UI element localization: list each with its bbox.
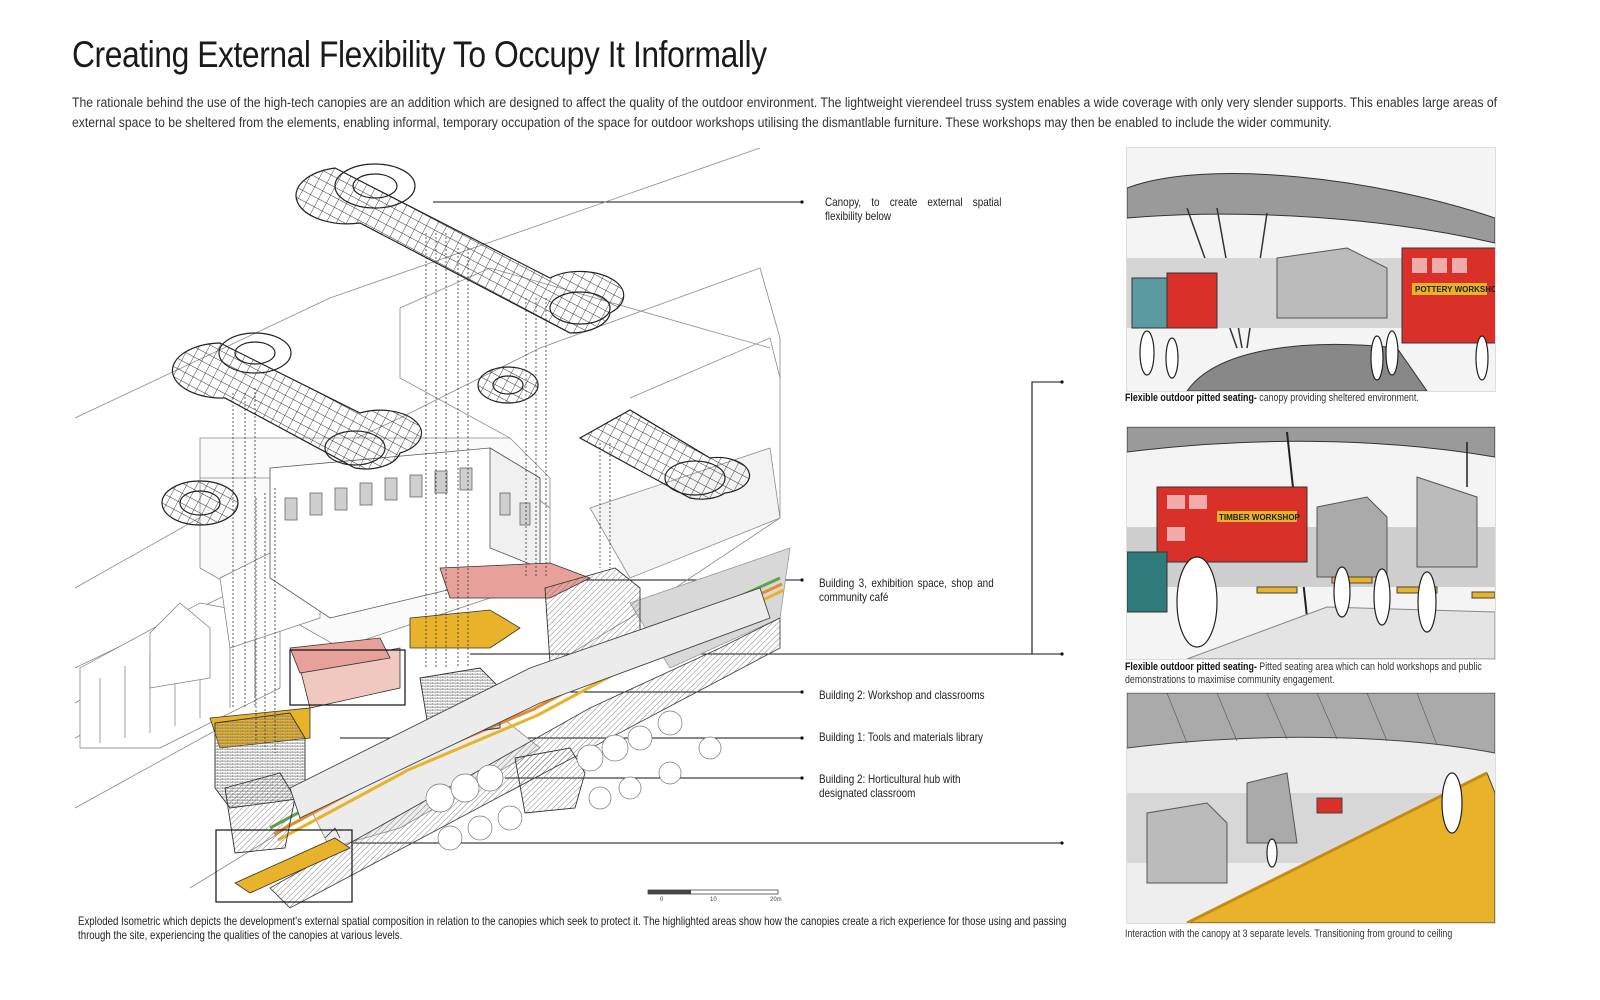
ramp-wall [269,587,781,909]
diagram-caption: Exploded Isometric which depicts the dev… [78,914,1067,942]
panel-1-caption-bold: Flexible outdoor pitted seating- [1125,392,1257,404]
panel-3-caption: Interaction with the canopy at 3 separat… [1125,928,1494,941]
label-building-2-workshop: Building 2: Workshop and classrooms [819,688,985,702]
perspective-panel-1: POTTERY WORKSHOP [1126,147,1496,392]
pottery-workshop-bus: POTTERY WORKSHOP [1401,247,1495,344]
scale-tick-10: 10 [710,897,717,903]
panel-1-caption-text: canopy providing sheltered environment. [1256,392,1419,404]
page-title: Creating External Flexibility To Occupy … [72,34,767,75]
canopy-support-lines [232,233,611,753]
panel-2-caption: Flexible outdoor pitted seating- Pitted … [1125,661,1490,686]
perspective-panel-2: TIMBER WORKSHOP [1126,426,1496,660]
timber-workshop-bus: TIMBER WORKSHOP [1156,486,1308,563]
intro-paragraph: The rationale behind the use of the high… [72,95,1498,131]
scale-tick-20: 20m [770,897,782,903]
trees [425,710,722,851]
label-canopy: Canopy, to create external spatial flexi… [825,195,1002,223]
label-building-2-hub: Building 2: Horticultural hub with desig… [819,772,961,800]
canopy-roofs [161,163,751,526]
panel-1-caption: Flexible outdoor pitted seating- canopy … [1125,392,1494,405]
panel-2-caption-bold: Flexible outdoor pitted seating- [1125,661,1257,673]
scale-bar: 0 10 20m [647,889,782,903]
label-building-3: Building 3, exhibition space, shop and c… [819,576,994,604]
label-building-1: Building 1: Tools and materials library [819,730,983,744]
exploded-isometric-diagram: 0 10 20m [74,148,791,909]
yellow-stair [234,827,351,894]
perspective-panel-3 [1126,692,1496,924]
bus-sign-timber: TIMBER WORKSHOP [1219,513,1301,522]
highlight-boxes [215,649,406,903]
panel-2-caption-text: Pitted seating area which can hold works… [1125,661,1482,686]
bus-sign-pottery: POTTERY WORKSHOP [1415,285,1495,294]
scale-tick-0: 0 [660,897,664,903]
panel-3-caption-text: Interaction with the canopy at 3 separat… [1125,928,1453,940]
